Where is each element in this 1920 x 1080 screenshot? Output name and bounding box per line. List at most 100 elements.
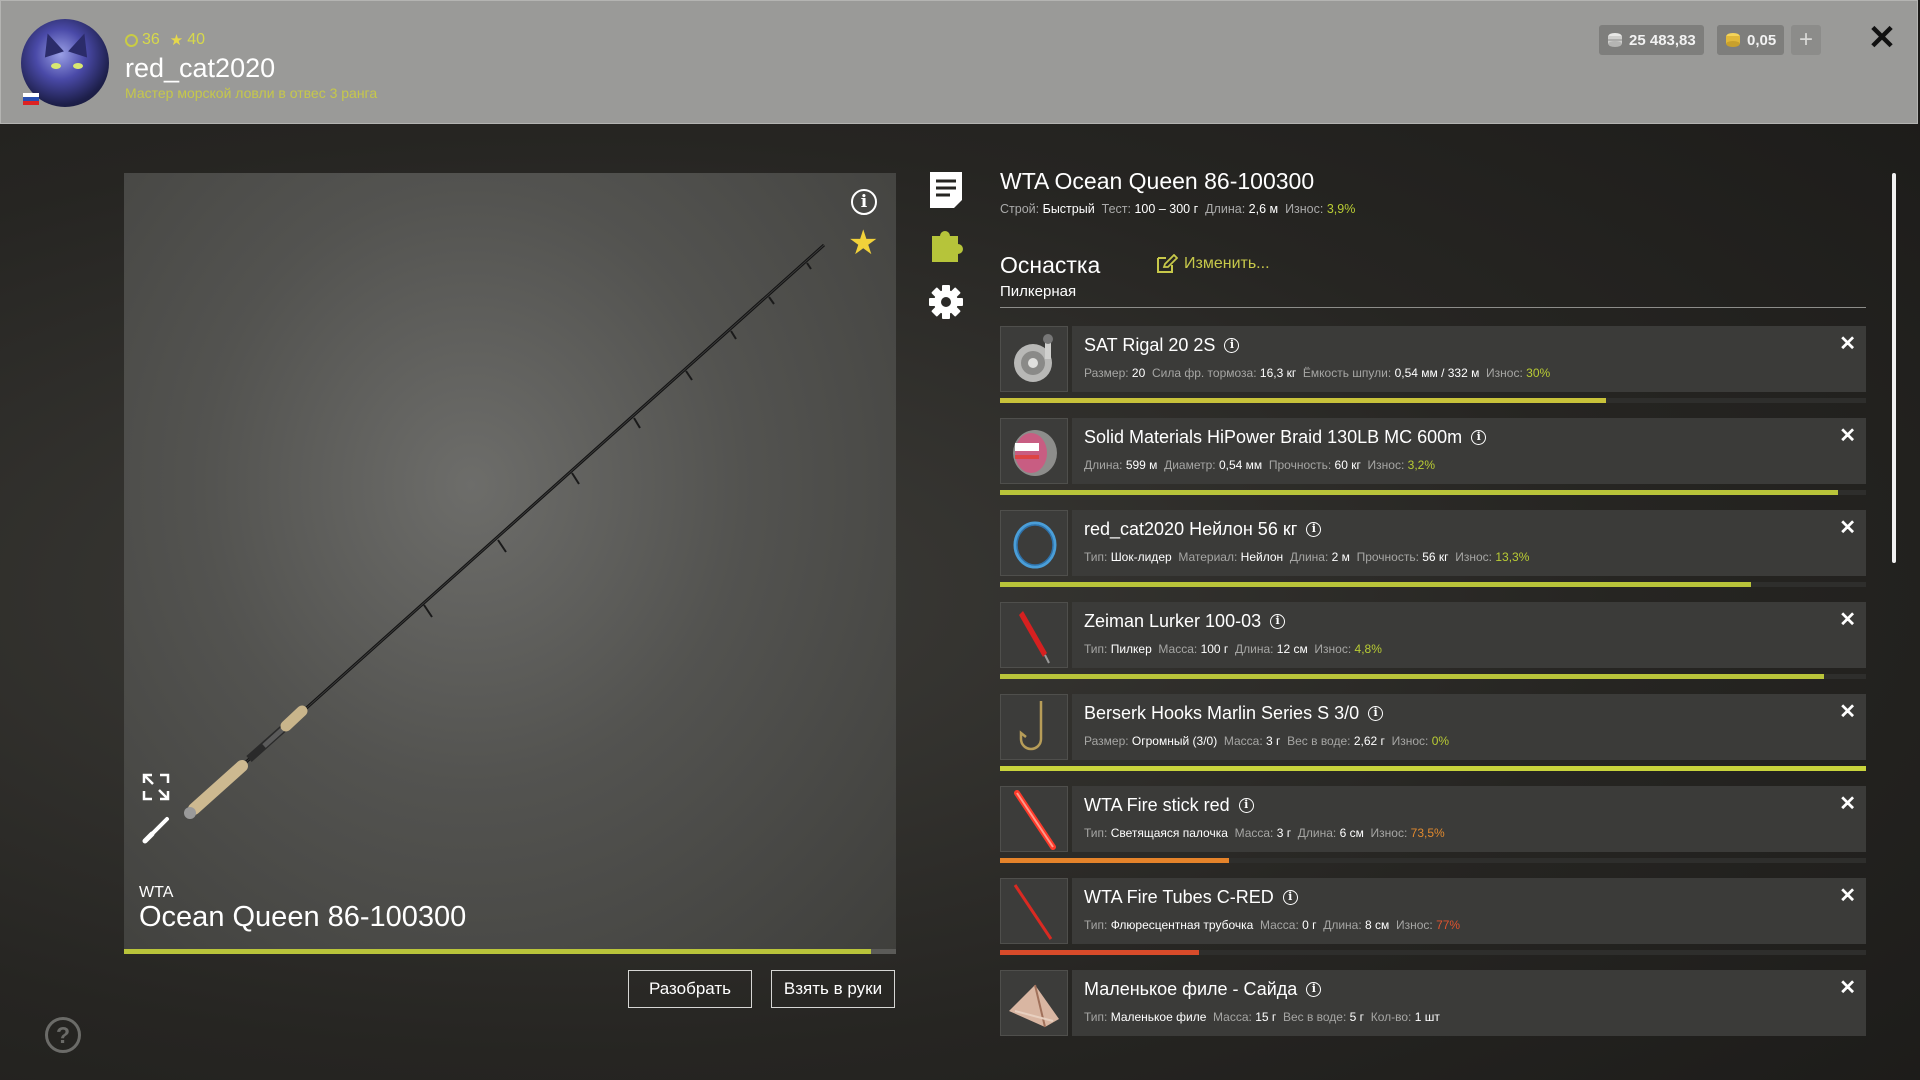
condition-fill: [1000, 674, 1825, 679]
glow-stick-icon: [1000, 786, 1068, 852]
stat-label: Длина:: [1234, 642, 1274, 656]
wear-label: Износ:: [1391, 734, 1429, 748]
remove-item-button[interactable]: ✕: [1839, 333, 1856, 355]
stat-value: 6 см: [1339, 826, 1364, 840]
scrollbar[interactable]: [1892, 173, 1896, 563]
settings-gear-icon[interactable]: [928, 282, 964, 322]
item-info-icon[interactable]: i: [1471, 430, 1487, 445]
fluorescent-tube-icon: [1000, 878, 1068, 944]
stat-label: Масса:: [1213, 1010, 1252, 1024]
close-button[interactable]: ✕: [1867, 19, 1897, 57]
wear-label: Износ:: [1367, 458, 1405, 472]
stat-label: Тип:: [1084, 1010, 1108, 1024]
item-info-icon[interactable]: i: [1282, 890, 1298, 905]
stat-value: 3 г: [1266, 734, 1281, 748]
item-info-icon[interactable]: i: [1368, 706, 1384, 721]
silver-balance: 25 483,83: [1599, 25, 1704, 55]
stat-label: Длина:: [1084, 458, 1123, 472]
stat-value: Пилкер: [1110, 642, 1152, 656]
silver-coins-icon: [1608, 33, 1622, 47]
fullscreen-icon[interactable]: [141, 772, 171, 802]
stat-value: 12 см: [1276, 642, 1308, 656]
disassemble-button[interactable]: Разобрать: [628, 970, 752, 1008]
paint-brush-icon[interactable]: [141, 815, 171, 845]
item-info-icon[interactable]: i: [1224, 338, 1240, 353]
item-info-icon[interactable]: i: [1306, 982, 1322, 997]
gold-balance-box: 0,05: [1717, 25, 1785, 55]
edit-rig-button[interactable]: Изменить...: [1156, 254, 1270, 274]
remove-item-button[interactable]: ✕: [1839, 701, 1856, 723]
condition-fill: [1000, 490, 1839, 495]
stat-value: Маленькое филе: [1110, 1010, 1207, 1024]
avatar[interactable]: [21, 19, 109, 107]
stat-value: Светящаяся палочка: [1110, 826, 1228, 840]
condition-bar: [1000, 490, 1866, 495]
favorite-star-icon[interactable]: ★: [848, 224, 879, 262]
tackle-item-name-text: Solid Materials HiPower Braid 130LB MC 6…: [1084, 427, 1463, 447]
condition-bar: [1000, 766, 1866, 771]
tackle-item-name-text: WTA Fire stick red: [1084, 795, 1230, 815]
item-info-icon[interactable]: i: [1238, 798, 1254, 813]
remove-item-button[interactable]: ✕: [1839, 977, 1856, 999]
wear-value: 73,5%: [1410, 826, 1445, 840]
username: red_cat2020: [125, 53, 276, 83]
item-info-icon[interactable]: i: [1306, 522, 1322, 537]
wear-label: Износ:: [1486, 366, 1523, 380]
tackle-puzzle-icon[interactable]: [928, 226, 964, 266]
tackle-item[interactable]: Solid Materials HiPower Braid 130LB MC 6…: [1000, 418, 1866, 495]
remove-item-button[interactable]: ✕: [1839, 425, 1856, 447]
stat-label: Масса:: [1223, 734, 1263, 748]
tackle-item-name-text: WTA Fire Tubes C-RED: [1084, 887, 1274, 907]
remove-item-button[interactable]: ✕: [1839, 885, 1856, 907]
stat-value: Быстрый: [1042, 202, 1095, 216]
tackle-item-name-text: Zeiman Lurker 100-03: [1084, 611, 1262, 631]
star-icon: ★: [169, 32, 184, 49]
edit-rig-label: Изменить...: [1184, 255, 1270, 272]
stat-value: 20: [1131, 366, 1146, 380]
rod-stats: Строй: Быстрый Тест: 100 – 300 г Длина: …: [1000, 202, 1355, 216]
take-in-hands-button[interactable]: Взять в руки: [771, 970, 895, 1008]
tackle-item-name-text: SAT Rigal 20 2S: [1084, 335, 1216, 355]
rod-condition-bar: [124, 949, 896, 954]
stat-label: Износ:: [1285, 202, 1324, 216]
stat-label: Тип:: [1084, 918, 1108, 932]
remove-item-button[interactable]: ✕: [1839, 517, 1856, 539]
add-funds-button[interactable]: +: [1791, 25, 1821, 55]
remove-item-button[interactable]: ✕: [1839, 609, 1856, 631]
tackle-item-row[interactable]: Solid Materials HiPower Braid 130LB MC 6…: [1072, 418, 1866, 484]
condition-bar: [1000, 858, 1866, 863]
condition-fill: [1000, 766, 1866, 771]
fishing-rod-icon[interactable]: [124, 173, 896, 953]
stat-label: Длина:: [1205, 202, 1246, 216]
rod-info-icon[interactable]: i: [851, 189, 877, 215]
help-icon[interactable]: ?: [45, 1017, 81, 1053]
reel-icon: [1000, 326, 1068, 392]
remove-item-button[interactable]: ✕: [1839, 793, 1856, 815]
wear-value: 30%: [1526, 366, 1551, 380]
tackle-item-name-text: Berserk Hooks Marlin Series S 3/0: [1084, 703, 1360, 723]
stat-label: Тип:: [1084, 642, 1108, 656]
stat-label: Тест:: [1101, 202, 1131, 216]
description-icon[interactable]: [928, 170, 964, 210]
wear-value: 13,3%: [1495, 550, 1530, 564]
stat-value: 2 м: [1331, 550, 1350, 564]
rod-preview-panel: [124, 173, 896, 953]
tackle-item-stats: Длина: 599 м Диаметр: 0,54 мм Прочность:…: [1084, 458, 1435, 472]
item-info-icon[interactable]: i: [1270, 614, 1286, 629]
stat-label: Тип:: [1084, 550, 1108, 564]
